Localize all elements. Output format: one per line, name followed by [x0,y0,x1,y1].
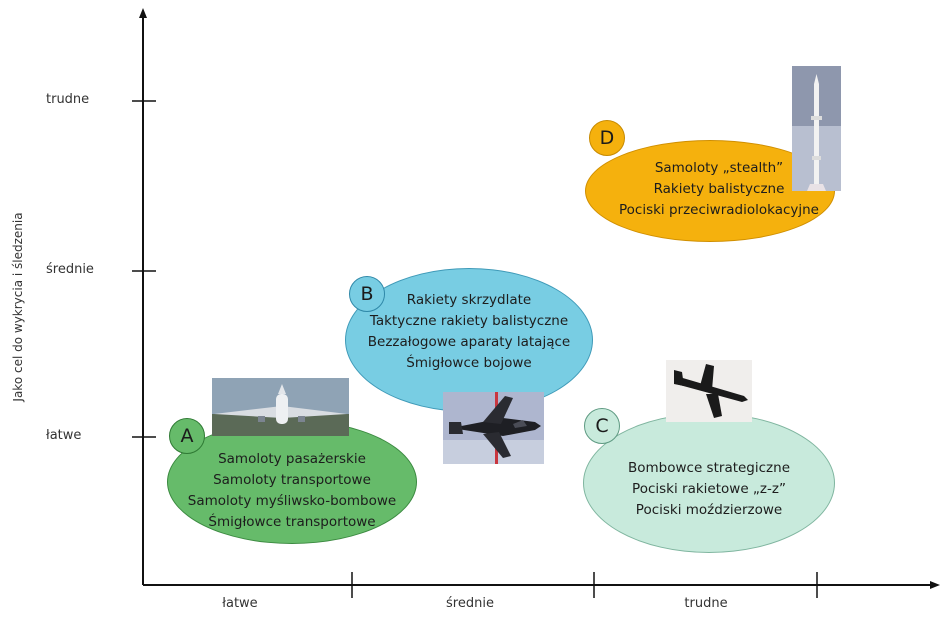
bomber-silhouette-photo [666,360,752,422]
fighter-jet-photo [443,392,544,464]
group-b-items: Rakiety skrzydlate Taktyczne rakiety bal… [368,290,570,374]
x-tick-label-hard: trudne [684,596,728,611]
group-d-items: Samoloty „stealth” Rakiety balistyczne P… [619,158,819,221]
group-d-badge: D [589,120,625,156]
group-a-items: Samoloty pasażerskie Samoloty transporto… [188,449,396,533]
group-b-item: Bezzałogowe aparaty latające [367,334,571,350]
group-a-item: Samoloty myśliwsko-bombowe [187,493,397,509]
group-b-bubble: Rakiety skrzydlate Taktyczne rakiety bal… [345,268,593,412]
ballistic-missile-icon [792,66,841,191]
group-c-item: Pociski moździerzowe [635,501,783,518]
y-axis-title: Jako cel do wykrycia i śledzenia [11,212,25,402]
ballistic-missile-photo [792,66,841,191]
group-b-item: Śmigłowce bojowe [406,355,532,371]
group-d-item: Rakiety balistyczne [653,180,785,197]
x-axis-arrow [930,581,940,589]
y-tick-label-easy: łatwe [46,428,82,443]
group-a-bubble: Samoloty pasażerskie Samoloty transporto… [167,420,417,544]
group-a-badge: A [169,418,205,454]
group-c-badge: C [584,408,620,444]
group-c-bubble: Bombowce strategiczne Pociski rakietowe … [583,413,835,553]
group-d-item: Pociski przeciwradiolokacyjne [618,201,819,218]
group-a-item: Samoloty transportowe [213,472,371,488]
passenger-airliner-photo [212,378,349,436]
group-d-item: Samoloty „stealth” [654,159,784,176]
group-c-item: Bombowce strategiczne [628,459,790,476]
y-tick-label-medium: średnie [46,262,94,277]
y-tick-label-hard: trudne [46,92,90,107]
group-c-items: Bombowce strategiczne Pociski rakietowe … [628,458,790,521]
airliner-icon [212,378,349,436]
group-a-item: Samoloty pasażerskie [218,451,366,467]
y-axis-arrow [139,8,147,18]
fighter-jet-icon [443,392,544,464]
bomber-icon [666,360,752,422]
group-b-badge: B [349,276,385,312]
x-tick-label-medium: średnie [446,596,494,611]
x-tick-label-easy: łatwe [222,596,258,611]
group-b-item: Taktyczne rakiety balistyczne [369,313,569,329]
group-c-item: Pociski rakietowe „z-z” [632,480,786,497]
group-a-item: Śmigłowce transportowe [208,514,376,530]
group-b-item: Rakiety skrzydlate [406,292,532,308]
